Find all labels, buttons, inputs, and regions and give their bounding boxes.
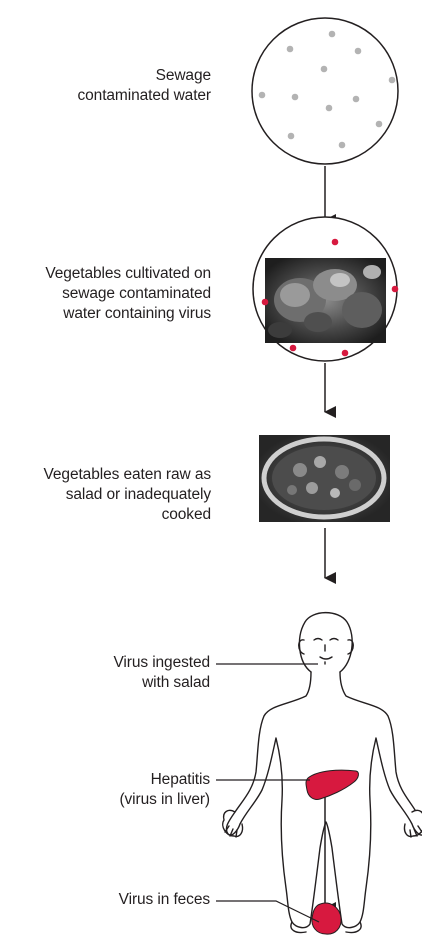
leader-lines	[216, 664, 319, 922]
vegetables-cultivated-circle	[253, 217, 398, 361]
vegetables-image	[265, 258, 386, 343]
leader-virus-in-feces	[216, 901, 319, 922]
sewage-water-circle	[252, 18, 398, 164]
feces-blob	[312, 903, 341, 934]
head-outline	[299, 613, 352, 672]
liver-organ	[306, 770, 358, 799]
right-hand	[404, 810, 422, 836]
salad-plate-image	[259, 435, 390, 522]
mouth	[320, 657, 332, 659]
body-outline	[226, 672, 422, 928]
closed-eyes	[314, 639, 338, 641]
